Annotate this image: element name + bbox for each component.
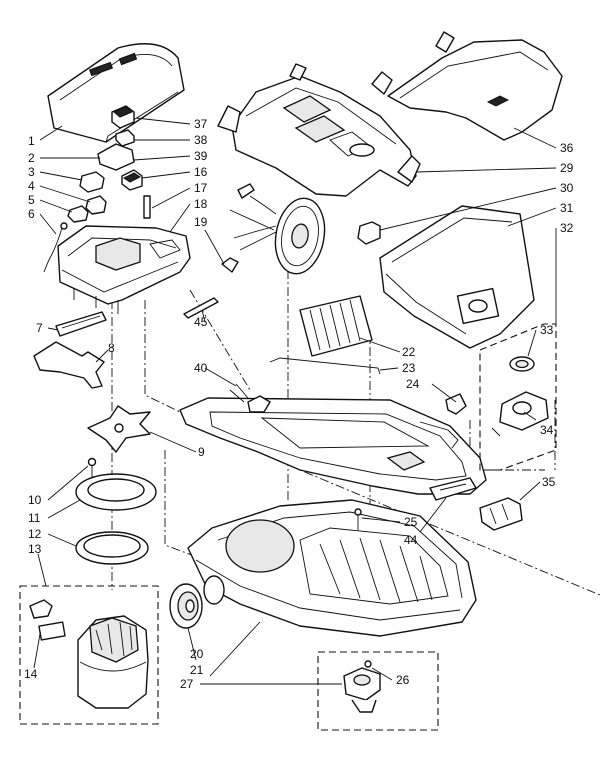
callout-23: 23 [402,361,416,375]
callout-31: 31 [560,201,574,215]
part-frame [179,357,487,495]
callout-18: 18 [194,197,208,211]
callout-33: 33 [540,323,554,337]
part-clip [479,497,523,531]
part-bag-collar [491,356,549,437]
callout-6: 6 [28,207,35,221]
callout-11: 11 [28,511,41,525]
callout-17: 17 [194,181,208,195]
part-top-cover [47,43,185,143]
callout-5: 5 [28,193,35,207]
callout-25: 25 [404,515,418,529]
callout-12: 12 [28,527,42,541]
callout-21: 21 [190,663,204,677]
callout-labels: 1 2 3 4 5 6 7 8 9 10 11 12 13 14 16 17 1… [24,117,574,691]
callout-45: 45 [194,315,208,329]
bag-collar-box [479,323,557,471]
callout-22: 22 [402,345,416,359]
callout-30: 30 [560,181,574,195]
callout-16: 16 [194,165,208,179]
part-fan-seals [75,405,157,565]
part-motor [29,599,149,709]
callout-4: 4 [28,179,35,193]
motor-assembly-box [19,585,159,725]
part-upper-chassis [57,195,191,314]
callout-29: 29 [560,161,574,175]
callout-13: 13 [28,542,42,556]
part-base-body [187,499,477,637]
callout-35: 35 [542,475,556,489]
swivel-assembly-box [317,651,439,731]
leader-lines [33,117,557,685]
callout-34: 34 [540,423,554,437]
callout-9: 9 [198,445,205,459]
callout-38: 38 [194,133,208,147]
part-cord-reel [221,183,326,275]
callout-32: 32 [560,221,574,235]
callout-19: 19 [194,215,208,229]
callout-20: 20 [190,647,204,661]
callout-2: 2 [28,151,35,165]
part-grille [299,295,373,357]
part-misc-small [183,297,467,449]
callout-36: 36 [560,141,574,155]
callout-40: 40 [194,361,208,375]
part-latch [354,477,477,530]
part-bag-housing [357,205,535,349]
callout-7: 7 [36,321,43,335]
callout-1: 1 [28,134,35,148]
callout-27: 27 [180,677,194,691]
part-top-hood [371,31,563,141]
callout-24: 24 [406,377,420,391]
callout-3: 3 [28,165,35,179]
callout-44: 44 [404,533,418,547]
part-swivel [343,660,381,713]
callout-14: 14 [24,667,38,681]
part-wheel [169,583,203,629]
part-handle-shell [217,63,421,197]
part-small-clips [43,171,107,273]
callout-37: 37 [194,117,208,131]
callout-26: 26 [396,673,410,687]
callout-39: 39 [194,149,208,163]
part-switch-parts [97,105,143,191]
callout-10: 10 [28,493,42,507]
part-bracket [33,311,107,389]
callout-8: 8 [108,341,115,355]
